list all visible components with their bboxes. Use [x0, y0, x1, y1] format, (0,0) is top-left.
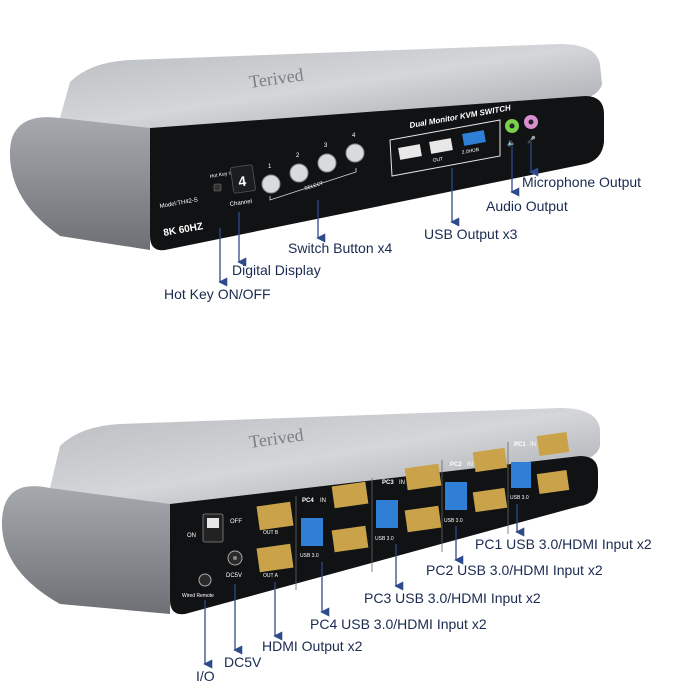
front-callout-lines: [218, 142, 539, 287]
usb-bay: [389, 119, 501, 177]
switch-button-3[interactable]: [317, 153, 337, 173]
hotkey-switch[interactable]: [213, 183, 222, 192]
front-panel: [150, 96, 604, 251]
pc4-usb-port[interactable]: [301, 518, 323, 546]
display-digit: 4: [237, 173, 247, 190]
pc2-usb-label: USB 3.0: [444, 518, 463, 524]
out-a-label: OUT A: [263, 573, 279, 579]
pc3-input-group: PC3 IN USB 3.0: [375, 463, 442, 542]
digital-display: [230, 164, 256, 194]
button-number-1: 1: [268, 164, 272, 170]
switch-button-4[interactable]: [345, 143, 365, 163]
pc3-in-label: IN: [399, 480, 405, 486]
hdmi-out-a[interactable]: [256, 543, 294, 573]
switch-buttons: 1 2 3 4 SELECT: [261, 133, 365, 201]
on-label: ON: [187, 533, 196, 539]
usb-port-2[interactable]: [429, 138, 453, 154]
pc3-hdmi-a[interactable]: [404, 505, 442, 533]
microphone-icon: 🎤: [527, 135, 536, 144]
hotkey-mark: Hot Key on/off: [209, 168, 242, 180]
button-number-3: 3: [324, 143, 328, 149]
callout-digital-display: Digital Display: [232, 262, 321, 278]
callout-switch-button: Switch Button x4: [288, 240, 393, 256]
callout-pc1-input: PC1 USB 3.0/HDMI Input x2: [475, 536, 652, 552]
pc4-in-label: IN: [320, 498, 326, 504]
off-label: OFF: [230, 519, 242, 525]
remote-jack[interactable]: [198, 573, 212, 587]
button-number-4: 4: [352, 133, 356, 139]
hub-label: 2.0HUB: [461, 147, 480, 156]
usb-port-3[interactable]: [462, 130, 486, 146]
channel-label: Channel: [229, 199, 252, 208]
callout-pc2-input: PC2 USB 3.0/HDMI Input x2: [426, 562, 603, 578]
pc1-hdmi-b[interactable]: [536, 432, 570, 456]
rear-kvm-unit: Terived ON OFF DC5V Wired Remote OUT B O…: [1, 408, 600, 615]
pc2-hdmi-a[interactable]: [472, 487, 508, 513]
callout-microphone-output: Microphone Output: [522, 174, 642, 190]
rear-callout-lines: [203, 504, 525, 669]
pc1-label: PC1: [514, 442, 526, 448]
callout-dc5v: DC5V: [224, 654, 262, 670]
pc4-hdmi-a[interactable]: [331, 525, 369, 553]
remote-label: Wired Remote: [182, 593, 214, 599]
usb-port-1[interactable]: [398, 144, 422, 160]
pc3-usb-port[interactable]: [376, 500, 398, 528]
callout-usb-output: USB Output x3: [424, 226, 518, 242]
callout-pc4-input: PC4 USB 3.0/HDMI Input x2: [310, 616, 487, 632]
hdmi-out-b[interactable]: [256, 501, 294, 531]
out-b-label: OUT B: [263, 530, 279, 536]
pc4-hdmi-b[interactable]: [331, 481, 369, 509]
out-label: OUT: [432, 156, 443, 164]
pc4-label: PC4: [302, 498, 314, 504]
pc4-usb-label: USB 3.0: [300, 553, 319, 559]
pc1-in-label: IN: [530, 442, 536, 448]
pc3-usb-label: USB 3.0: [375, 536, 394, 542]
pc1-usb-label: USB 3.0: [510, 495, 529, 501]
pc2-label: PC2: [450, 462, 462, 468]
switch-button-1[interactable]: [261, 174, 281, 194]
callout-audio-output: Audio Output: [486, 198, 568, 214]
callout-io: I/O: [196, 668, 215, 684]
callout-hdmi-output: HDMI Output x2: [262, 638, 363, 654]
pc3-label: PC3: [382, 480, 394, 486]
switch-button-2[interactable]: [289, 163, 309, 183]
callout-pc3-input: PC3 USB 3.0/HDMI Input x2: [364, 590, 541, 606]
callout-hotkey: Hot Key ON/OFF: [164, 286, 271, 302]
speaker-icon: 🔈: [507, 139, 516, 147]
button-number-2: 2: [296, 153, 300, 159]
front-kvm-unit: Terived Model:TH42-S 8K 60HZ Hot Key on/…: [9, 44, 604, 251]
pc2-input-group: PC2 IN USB 3.0: [444, 447, 508, 524]
pc1-hdmi-a[interactable]: [536, 470, 570, 494]
pc2-hdmi-b[interactable]: [472, 447, 508, 473]
pc4-input-group: PC4 IN USB 3.0: [300, 481, 369, 559]
pc2-in-label: IN: [467, 462, 473, 468]
pc1-input-group: PC1 IN USB 3.0: [510, 432, 570, 501]
pc1-usb-port[interactable]: [511, 462, 531, 488]
select-label: SELECT: [304, 180, 324, 191]
pc2-usb-port[interactable]: [445, 482, 467, 510]
rear-dividers: [295, 442, 509, 590]
dc-label: DC5V: [226, 573, 242, 579]
pc3-hdmi-b[interactable]: [404, 463, 442, 491]
